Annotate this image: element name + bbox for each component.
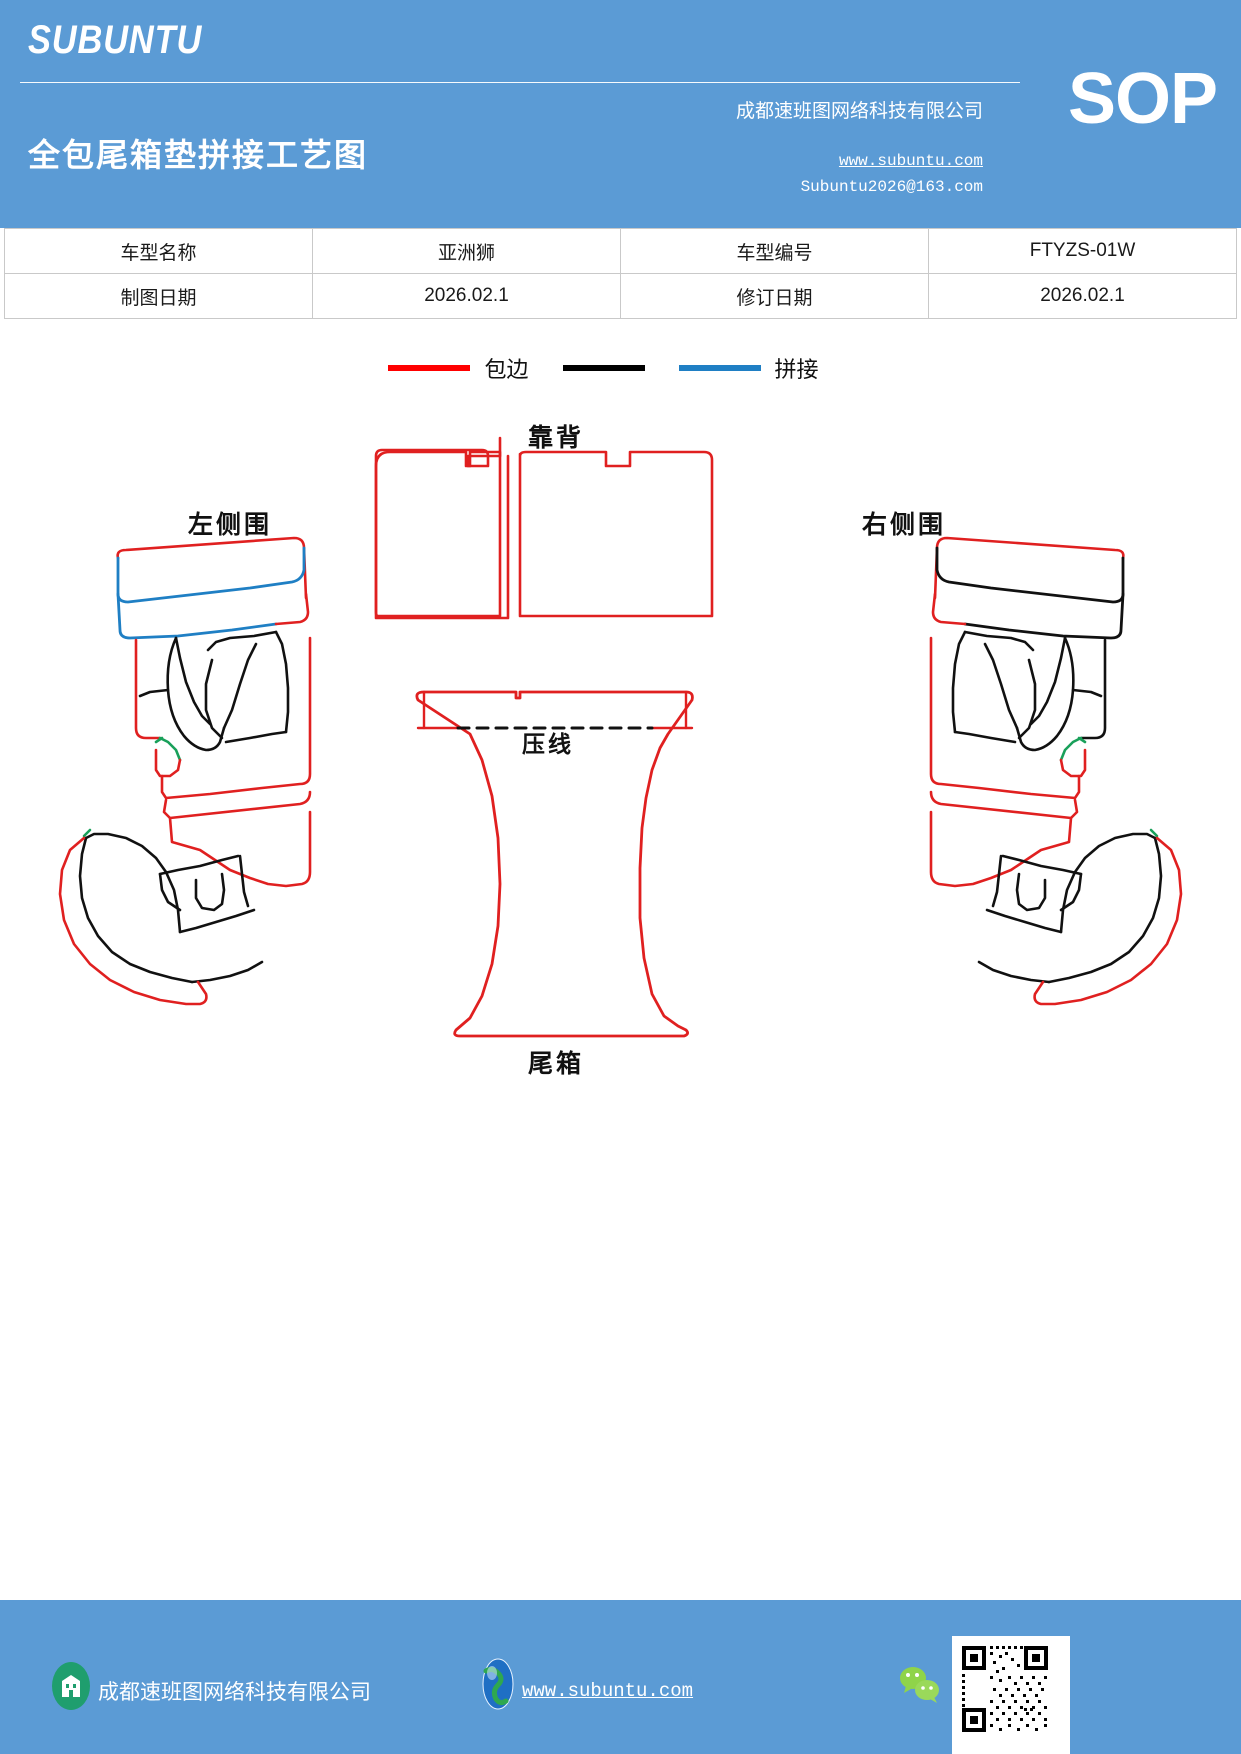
wechat-icon (896, 1660, 944, 1708)
table-row: 制图日期 2026.02.1 修订日期 2026.02.1 (4, 273, 1237, 319)
globe-icon (478, 1655, 518, 1713)
footer-company-name: 成都速班图网络科技有限公司 (98, 1680, 371, 1704)
label-right-side: 右侧围 (862, 511, 947, 539)
legend-item-splice: 拼接 (562, 352, 853, 384)
header-divider (20, 82, 1020, 83)
vehicle-info-table: 车型名称 亚洲狮 车型编号 FTYZS-01W 制图日期 2026.02.1 修… (4, 228, 1237, 319)
cell-model-name-value: 亚洲狮 (312, 228, 621, 274)
label-press-line: 压线 (522, 731, 574, 757)
legend-label-binding: 包边 (484, 357, 529, 382)
cell-revise-date-value: 2026.02.1 (928, 273, 1237, 319)
page-header: SUBUNTU 全包尾箱垫拼接工艺图 成都速班图网络科技有限公司 www.sub… (0, 0, 1241, 228)
part-backrest-left-panel (374, 450, 502, 618)
label-backrest: 靠背 (528, 424, 585, 452)
label-left-side: 左侧围 (188, 511, 273, 539)
legend-swatch-blue (678, 365, 761, 371)
part-right-side (929, 536, 1183, 1006)
header-email[interactable]: Subuntu2026@163.com (800, 178, 983, 196)
part-left-side (58, 536, 312, 1006)
legend-item-binding: 包边 (388, 352, 562, 384)
page-title: 全包尾箱垫拼接工艺图 (28, 137, 369, 173)
qr-code (952, 1636, 1070, 1754)
part-backrest (374, 436, 510, 620)
company-icon (52, 1662, 90, 1710)
table-row: 车型名称 亚洲狮 车型编号 FTYZS-01W (4, 228, 1237, 274)
part-trunk (415, 690, 694, 1038)
header-company-name: 成都速班图网络科技有限公司 (735, 101, 983, 122)
header-website-link[interactable]: www.subuntu.com (838, 152, 983, 170)
label-trunk: 尾箱 (528, 1050, 585, 1078)
brand-logo: SUBUNTU (28, 18, 203, 62)
cell-draw-date-label: 制图日期 (4, 273, 313, 319)
cell-revise-date-label: 修订日期 (620, 273, 929, 319)
drawing-canvas (58, 436, 1183, 1038)
cell-model-code-value: FTYZS-01W (928, 228, 1237, 274)
trunk-top-edge (416, 690, 694, 730)
part-backrest-right-panel (518, 450, 714, 618)
cell-model-code-label: 车型编号 (620, 228, 929, 274)
legend: 包边 拼接 (0, 352, 1241, 384)
cell-model-name-label: 车型名称 (4, 228, 313, 274)
legend-swatch-black (562, 365, 645, 371)
legend-swatch-red (388, 365, 471, 371)
cell-draw-date-value: 2026.02.1 (312, 273, 621, 319)
footer-website-link[interactable]: www.subuntu.com (522, 1680, 694, 1702)
legend-label-splice: 拼接 (774, 357, 819, 382)
sop-badge: SOP (1067, 59, 1218, 139)
technical-drawing (0, 398, 1241, 1098)
